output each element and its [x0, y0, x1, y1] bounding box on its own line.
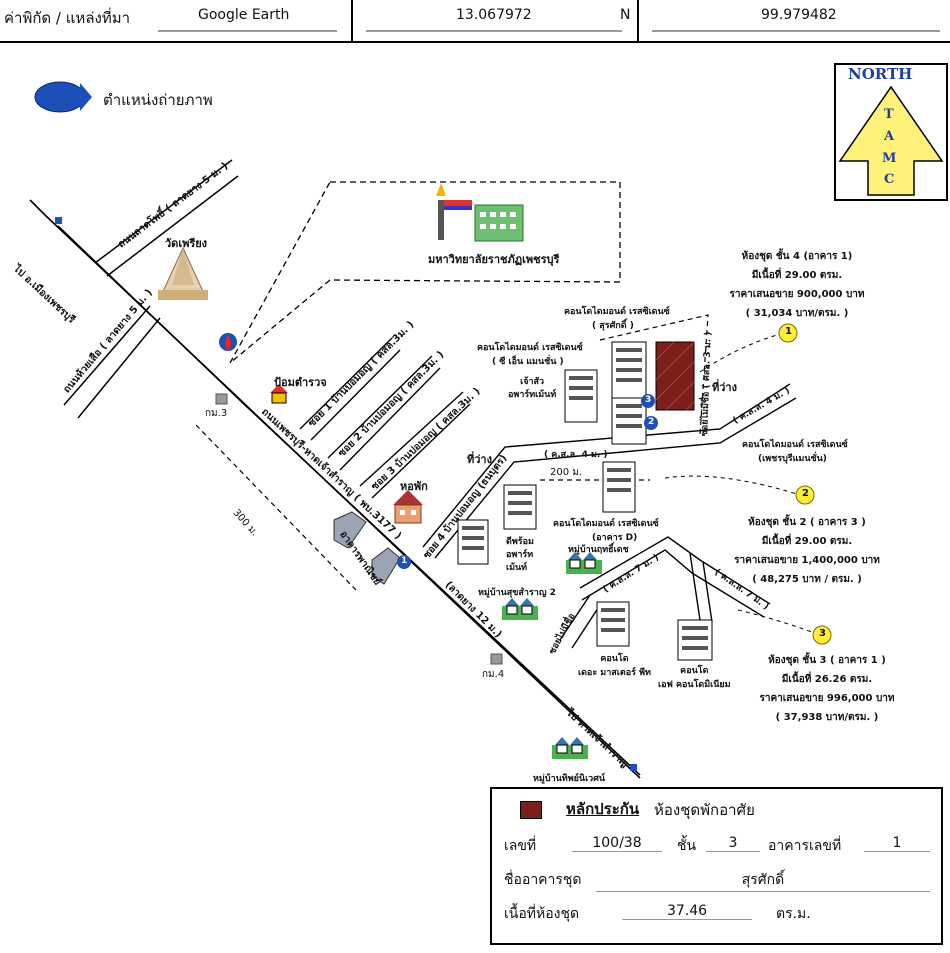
- police-box-icon: [270, 384, 288, 404]
- label-200m: 200 ม.: [550, 467, 583, 478]
- label-university: มหาวิทยาลัยราชภัฏเพชรบุรี: [428, 253, 560, 266]
- comparable-3: ห้องชุด ชั้น 3 ( อาคาร 1 ) มีเนื้อที่ 26…: [759, 655, 895, 723]
- university-icon: [436, 183, 524, 242]
- label-deeprom: ดีพร้อม อพาร์ท เม้นท์: [506, 537, 534, 573]
- dormitory-icon: [393, 490, 423, 524]
- university-boundary: [229, 181, 621, 364]
- collateral-area-unit: ตร.ม.: [776, 906, 811, 922]
- label-condo-master: คอนโด เดอะ มาสเตอร์ พีท: [578, 654, 651, 678]
- coord-source: Google Earth: [198, 7, 290, 23]
- gas-station-icon: [219, 333, 237, 351]
- label-condo-phet-sub: (เพชรบุรีแมนชั่น): [758, 454, 827, 464]
- comparable-circle-3: 3: [819, 628, 826, 639]
- km-stone-icons: [215, 393, 503, 665]
- label-condo-phet: คอนโดไดมอนด์ เรสซิเดนซ์: [742, 440, 848, 450]
- label-condo-subject: คอนโดไดมอนด์ เรสซิเดนซ์: [564, 307, 670, 317]
- commercial-building-icon: [333, 511, 401, 585]
- longitude-value: 99.979482: [761, 7, 837, 23]
- comparable-circles: [778, 323, 832, 645]
- label-ksl4-mid: ( ค.ส.ล. 4 ม. ): [544, 450, 608, 460]
- label-condo-d: คอนโดไดมอนด์ เรสซิเดนซ์: [553, 519, 659, 529]
- collateral-building-value: 1: [864, 835, 930, 852]
- legend-photo-position: ตำแหน่งถ่ายภาพ: [103, 91, 213, 109]
- collateral-name-label: ชื่ออาคารชุด: [504, 872, 582, 888]
- label-km4: กม.4: [482, 669, 505, 680]
- label-km3: กม.3: [205, 408, 228, 419]
- collateral-floor-label: ชั้น: [677, 838, 697, 854]
- collateral-no-value: 100/38: [572, 835, 662, 852]
- label-vacant-2: ที่ว่าง: [467, 453, 492, 466]
- label-condo-cn-sub: ( ซี เอ็น แมนชั่น ): [492, 357, 564, 367]
- collateral-floor-value: 3: [706, 835, 760, 852]
- label-condo-d-sub: (อาคาร D): [592, 533, 638, 543]
- label-condo-subject-sub: ( สุรศักดิ์ ): [592, 321, 634, 331]
- label-wat: วัดเพรียง: [165, 237, 208, 250]
- label-village-ritdet: หมู่บ้านฤทธิ์เดช: [568, 545, 629, 555]
- collateral-no-label: เลขที่: [504, 838, 537, 854]
- photo-marker-1: 1: [401, 556, 408, 566]
- coord-label: ค่าพิกัด / แหล่งที่มา: [4, 9, 131, 27]
- lat-direction: N: [620, 7, 631, 23]
- comparable-circle-2: 2: [802, 488, 809, 499]
- subject-swatch: [520, 801, 542, 819]
- north-label: NORTH: [848, 65, 913, 83]
- label-vacant-1: ที่ว่าง: [712, 381, 737, 394]
- comparable-circle-1: 1: [785, 326, 792, 337]
- temple-icon: [158, 246, 208, 300]
- collateral-type: ห้องชุดพักอาศัย: [654, 801, 755, 819]
- north-arrow: NORTH T A M C: [834, 63, 948, 201]
- label-condo-f: คอนโด เอฟ คอนโดมิเนียม: [658, 666, 731, 690]
- collateral-building-label: อาคารเลขที่: [768, 838, 842, 854]
- collateral-name-value: สุรศักดิ์: [596, 869, 930, 892]
- collateral-area-label: เนื้อที่ห้องชุด: [504, 906, 580, 922]
- label-dormitory: หอพัก: [400, 480, 428, 493]
- side-roads-left: [63, 159, 239, 419]
- latitude-value: 13.067972: [456, 7, 532, 23]
- main-road: [29, 199, 641, 779]
- label-jaosua: เจ้าสัว อพาร์ทเม้นท์: [508, 377, 557, 400]
- collateral-area-value: 37.46: [622, 903, 752, 920]
- label-village-thip: หมู่บ้านทิพย์นิเวศน์: [533, 774, 606, 784]
- coordinate-header: ค่าพิกัด / แหล่งที่มา Google Earth 13.06…: [0, 0, 950, 44]
- photo-position-legend-icon: [34, 81, 92, 113]
- label-police-box: ป้อมตำรวจ: [274, 376, 327, 389]
- comparable-1: ห้องชุด ชั้น 4 (อาคาร 1) มีเนื้อที่ 29.0…: [729, 251, 865, 319]
- label-village-suk2: หมู่บ้านสุขสำราญ 2: [478, 588, 556, 598]
- label-condo-cn: คอนโดไดมอนด์ เรสซิเดนซ์: [477, 343, 583, 353]
- subject-building: [655, 341, 695, 411]
- photo-marker-3: 3: [645, 395, 652, 405]
- photo-markers: [397, 394, 658, 569]
- collateral-title: หลักประกัน: [566, 800, 640, 818]
- collateral-info-box: หลักประกัน ห้องชุดพักอาศัย เลขที่ 100/38…: [490, 787, 943, 945]
- comparable-2: ห้องชุด ชั้น 2 ( อาคาร 3 ) มีเนื้อที่ 29…: [734, 517, 880, 585]
- photo-marker-2: 2: [648, 417, 655, 427]
- village-icons: [502, 552, 602, 759]
